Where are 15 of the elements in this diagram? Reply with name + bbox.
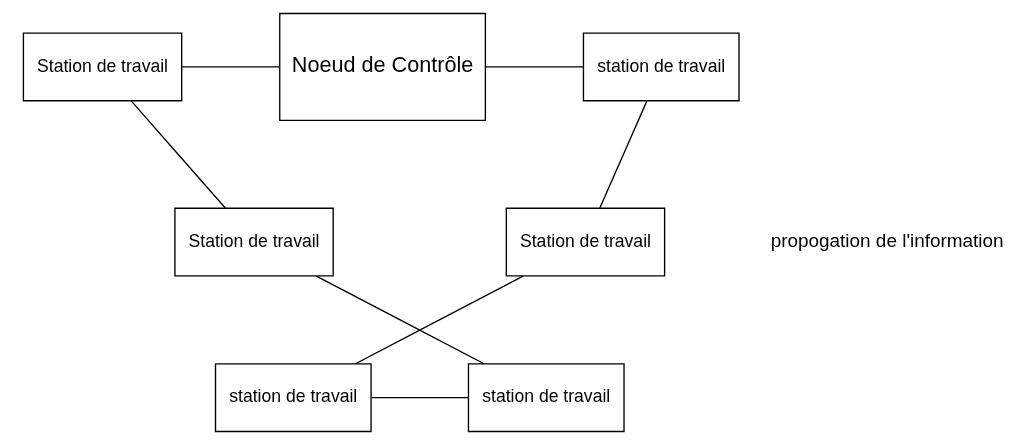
connector: [130, 100, 226, 209]
node-box: Station de travail: [173, 207, 334, 277]
node-box: Station de travail: [505, 207, 665, 277]
node-box: Station de travail: [22, 32, 182, 102]
label: propogation de l'information: [770, 230, 1004, 252]
connector: [484, 66, 584, 68]
connector: [354, 275, 524, 365]
node-box: station de travail: [582, 32, 740, 102]
connector: [370, 397, 469, 399]
connector: [598, 100, 647, 209]
connector: [315, 275, 485, 365]
node-box: station de travail: [467, 363, 625, 433]
connector: [180, 66, 280, 68]
node-box: station de travail: [214, 363, 372, 433]
node-box: Noeud de Contrôle: [278, 12, 486, 122]
